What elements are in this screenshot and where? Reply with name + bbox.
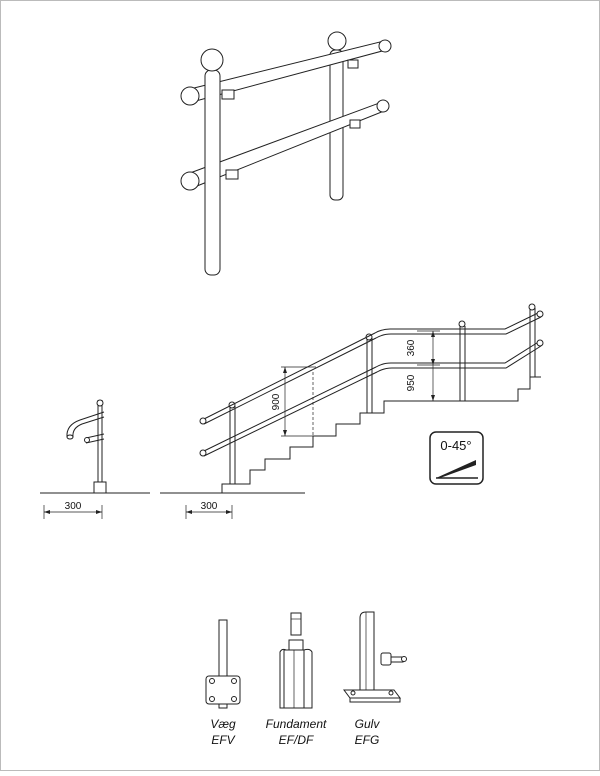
dimension-300-right: 300 — [201, 501, 218, 512]
stair-elevation: 900 360 950 300 — [160, 303, 544, 519]
angle-badge: 0-45° — [429, 431, 484, 485]
mount-foundation-name: Fundament — [266, 717, 327, 731]
mount-wall-name: Væg — [210, 717, 236, 731]
railing-isometric — [180, 31, 392, 276]
dimension-300-left: 300 — [65, 501, 82, 512]
side-elevation: 300 — [40, 399, 150, 519]
mount-foundation: Fundament EF/DF — [266, 612, 327, 747]
dimension-900: 900 — [271, 393, 282, 410]
mount-wall-code: EFV — [211, 733, 235, 747]
dimension-950: 950 — [406, 374, 417, 391]
mount-floor-code: EFG — [355, 733, 380, 747]
angle-badge-label: 0-45° — [440, 438, 471, 453]
mount-floor-name: Gulv — [355, 717, 381, 731]
mount-wall: Væg EFV — [205, 619, 241, 747]
mount-foundation-code: EF/DF — [279, 733, 314, 747]
dimension-360: 360 — [406, 339, 417, 356]
mount-floor: Gulv EFG — [343, 611, 407, 747]
